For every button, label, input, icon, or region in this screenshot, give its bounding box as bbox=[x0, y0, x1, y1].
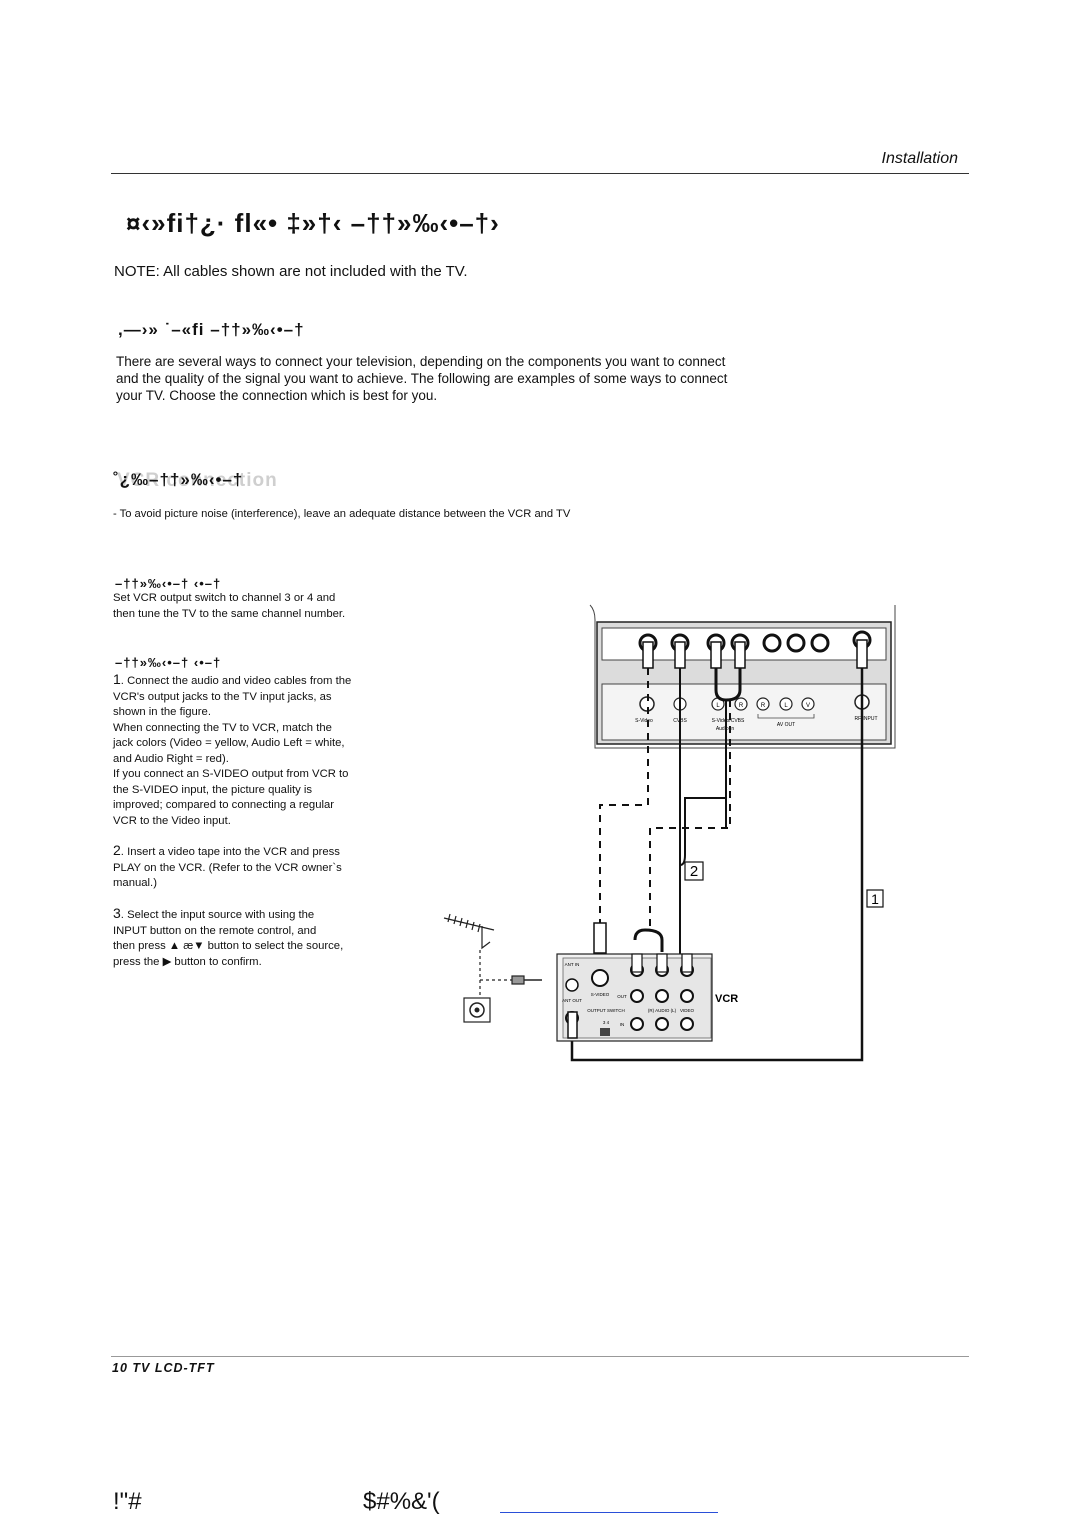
vcr-label-in: IN bbox=[620, 1022, 625, 1027]
text-line: 1. Connect the audio and video cables fr… bbox=[113, 671, 352, 687]
text-line: then tune the TV to the same channel num… bbox=[113, 607, 346, 620]
tv-label-rf-input: RF INPUT bbox=[854, 716, 877, 722]
wall-outlet-icon bbox=[463, 997, 491, 1023]
vcr-label: VCR bbox=[715, 993, 738, 1005]
tv-bottom-jacks: L R R L V bbox=[639, 694, 870, 719]
antenna-text: Set VCR output switch to channel 3 or 4 … bbox=[113, 591, 443, 622]
antenna-heading: –††»‰‹•–† ‹•–† bbox=[115, 576, 222, 591]
step2-line: Insert a video tape into the VCR and pre… bbox=[127, 846, 340, 858]
badge-2-number: 2 bbox=[690, 863, 698, 880]
vcr-unit: ANT IN ANT OUT S-VIDEO OUT IN OUTPUT SWI… bbox=[556, 922, 738, 1042]
text-line: the S-VIDEO input, the picture quality i… bbox=[113, 783, 313, 796]
bottom-right-text: $#%&'( bbox=[363, 1488, 440, 1515]
text-line: improved; compared to connecting a regul… bbox=[113, 799, 335, 811]
step-number: 3 bbox=[113, 905, 121, 921]
page-footer: 10 TV LCD-TFT bbox=[112, 1361, 215, 1375]
text-line: press the ▶ button to confirm. bbox=[113, 955, 262, 968]
step3-text: 3. Select the input source with using th… bbox=[113, 905, 443, 970]
text-line: When connecting the TV to VCR, match the bbox=[113, 721, 332, 734]
text-line: If you connect an S-VIDEO output from VC… bbox=[113, 768, 349, 780]
vcr-label-out: OUT bbox=[617, 994, 627, 999]
jack-letter: L bbox=[784, 703, 788, 709]
intro-line: your TV. Choose the connection which is … bbox=[116, 388, 438, 403]
text-line: VCR's output jacks to the TV input jacks… bbox=[113, 690, 332, 703]
vcr-label-audio: (R) AUDIO (L) bbox=[648, 1008, 677, 1013]
bottom-left-text: !"# bbox=[113, 1488, 142, 1515]
vcr-label-s-video: S-VIDEO bbox=[591, 992, 610, 997]
av-heading: –††»‰‹•–† ‹•–† bbox=[115, 655, 222, 670]
header-rule bbox=[111, 173, 969, 174]
section-header: Installation bbox=[881, 150, 959, 167]
badge-1-number: 1 bbox=[871, 891, 879, 907]
step-number: 1 bbox=[113, 671, 121, 687]
badge-1: 1 bbox=[866, 889, 884, 908]
jack-letter: V bbox=[806, 703, 810, 709]
text-line: INPUT button on the remote control, and bbox=[113, 924, 317, 937]
bottom-link-line[interactable] bbox=[500, 1512, 718, 1513]
vcr-label-switch-nums: 3 4 bbox=[603, 1020, 610, 1025]
footer-rule bbox=[111, 1356, 969, 1357]
tv-label-av-out: AV OUT bbox=[777, 722, 795, 728]
text-line: manual.) bbox=[113, 877, 157, 889]
step1-text: 1. Connect the audio and video cables fr… bbox=[113, 671, 443, 829]
text-line: Set VCR output switch to channel 3 or 4 … bbox=[113, 592, 336, 604]
tv-back-panel: L R R L V S-Video CVBS S-Video/CVBS Audi… bbox=[589, 604, 896, 749]
vcr-label-ant-out: ANT OUT bbox=[562, 998, 582, 1003]
step2-text: 2. Insert a video tape into the VCR and … bbox=[113, 842, 443, 892]
vcr-label-output-switch: OUTPUT SWITCH bbox=[587, 1008, 624, 1013]
badge-2: 2 bbox=[684, 861, 704, 881]
interference-note: - To avoid picture noise (interference),… bbox=[113, 508, 571, 520]
step-number: 2 bbox=[113, 842, 121, 858]
text-line: 3. Select the input source with using th… bbox=[113, 905, 315, 921]
page-title: ¤‹»fi†¿· fl«• ‡»†‹ –††»‰‹•–†› bbox=[126, 208, 500, 238]
text-line: 2. Insert a video tape into the VCR and … bbox=[113, 842, 340, 858]
tv-label-svideo: S-Video bbox=[635, 718, 653, 724]
jack-letter: R bbox=[739, 703, 744, 709]
text-line: shown in the figure. bbox=[113, 706, 211, 718]
step3-line: Select the input source with using the bbox=[127, 909, 315, 921]
antenna-icon bbox=[443, 913, 542, 1020]
vcr-heading-ghost: VCR connection bbox=[117, 470, 278, 491]
cables bbox=[570, 668, 864, 1062]
text-line: and Audio Right = red). bbox=[113, 752, 229, 765]
intro-paragraph: There are several ways to connect your t… bbox=[116, 353, 906, 404]
jack-letter: R bbox=[761, 703, 766, 709]
text-line: PLAY on the VCR. (Refer to the VCR owner… bbox=[113, 861, 342, 874]
step1-line: Connect the audio and video cables from … bbox=[127, 675, 352, 687]
connection-heading: ,—›» ˙–«fi –††»‰‹•–† bbox=[118, 320, 305, 339]
text-line: jack colors (Video = yellow, Audio Left … bbox=[113, 737, 345, 749]
vcr-label-video: VIDEO bbox=[680, 1008, 695, 1013]
vcr-label-ant-in: ANT IN bbox=[565, 962, 580, 967]
vcr-heading: ˚¿‰–††»‰‹•–† bbox=[113, 470, 244, 489]
intro-line: There are several ways to connect your t… bbox=[116, 354, 726, 369]
jack-letter: L bbox=[716, 703, 720, 709]
text-line: then press ▲ æ▼ button to select the sou… bbox=[113, 940, 344, 952]
text-line: VCR to the Video input. bbox=[113, 814, 231, 827]
cables-note: NOTE: All cables shown are not included … bbox=[114, 263, 468, 280]
intro-line: and the quality of the signal you want t… bbox=[116, 371, 728, 386]
tv-label-svideo-cvbs: S-Video/CVBS bbox=[712, 718, 745, 724]
connection-diagram: L R R L V S-Video CVBS S-Video/CVBS Audi… bbox=[443, 604, 896, 1062]
